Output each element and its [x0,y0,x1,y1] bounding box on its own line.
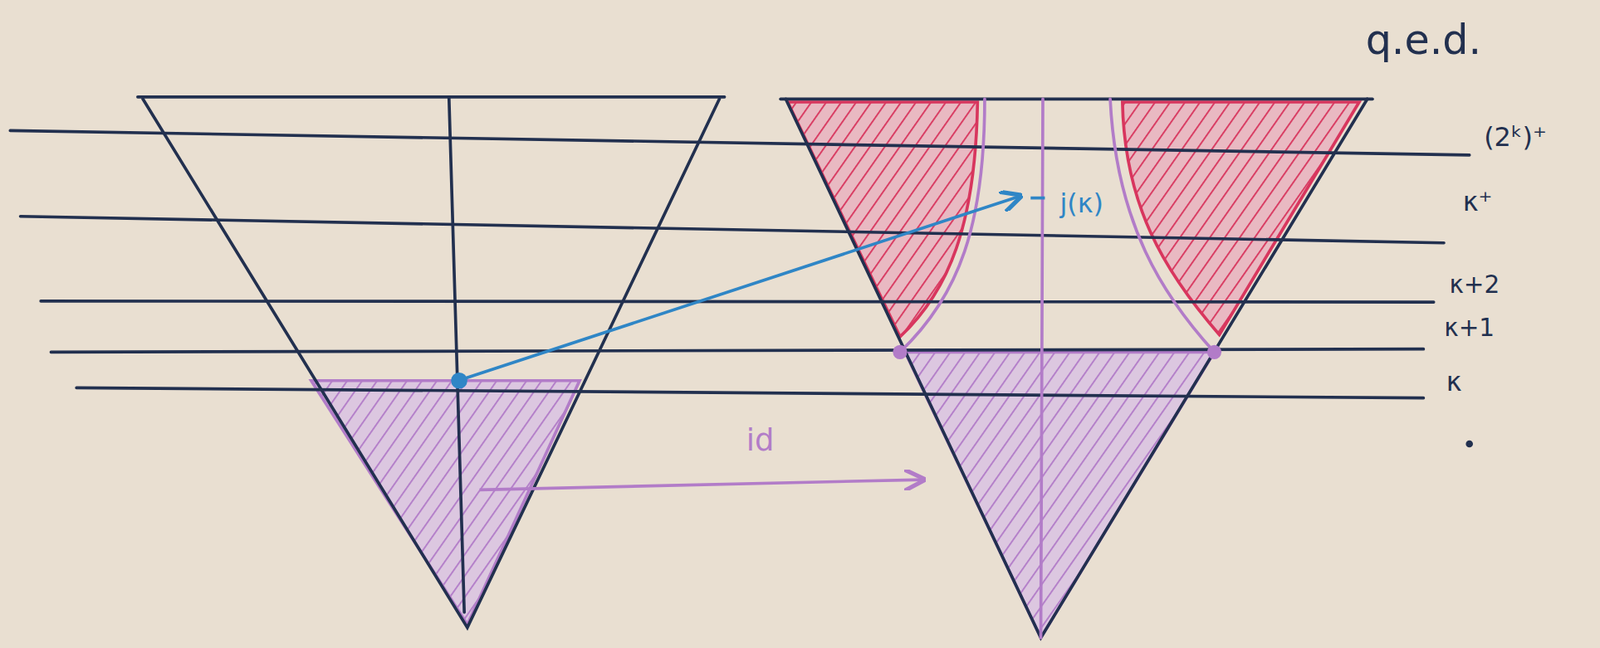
cardinal-label: (2ᵏ)⁺ [1483,124,1547,152]
ordinal-label: κ+2 [1448,274,1500,299]
map-label: j(κ) [1059,190,1104,218]
purple-curve [900,98,985,353]
level-line [20,216,1444,244]
cone-axis [449,97,465,613]
cone-outline [142,98,720,628]
cone-outline [137,95,725,99]
identity-arrow [479,479,925,490]
purple-point [892,345,907,360]
cone-outline [780,97,1373,101]
tick-mark [1030,196,1045,201]
qed-mark: q.e.d. [1365,20,1482,62]
blue-point [450,372,468,390]
level-line [9,130,1469,156]
ordinal-label: κ+1 [1443,316,1495,342]
purple-region [311,381,580,626]
map-label: id [746,425,775,457]
red-region [1122,102,1360,335]
cardinal-label: κ [1446,369,1463,397]
embedding-arrow [460,195,1020,380]
cardinal-label: κ⁺ [1462,189,1493,216]
purple-point [1207,345,1222,360]
end-dot [1465,440,1473,449]
level-line [40,301,1434,303]
level-line [76,387,1424,398]
cone-outline [785,98,1368,638]
purple-curve [1110,98,1214,353]
cone-axis [1041,98,1043,638]
